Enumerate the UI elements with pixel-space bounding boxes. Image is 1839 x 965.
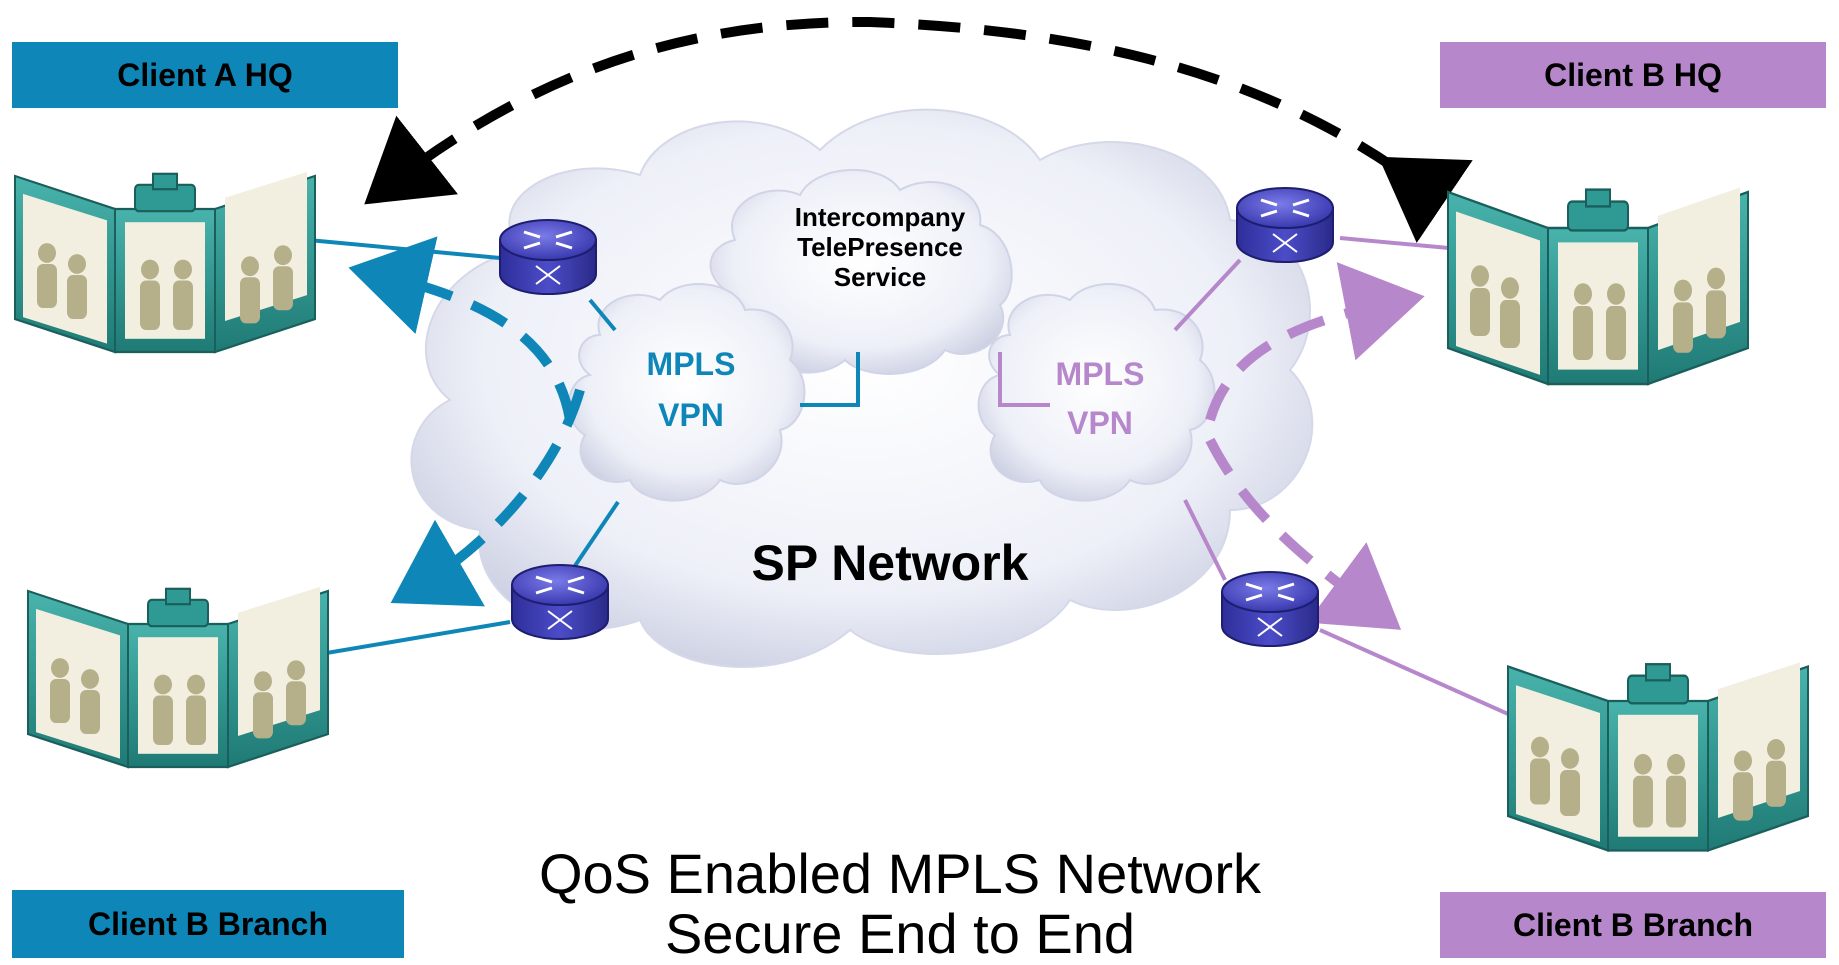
purple-dashed-arrow-down: [1205, 437, 1402, 630]
purple-dashed-arrow-up: [1205, 262, 1425, 422]
caption-line-1: QoS Enabled MPLS Network: [538, 842, 1262, 905]
blue-dashed-arrow-down: [390, 388, 585, 607]
label-client-b-branch-right: Client B Branch: [1440, 892, 1826, 958]
label-client-a-hq: Client A HQ: [12, 42, 398, 108]
router-icon: [1235, 186, 1335, 264]
sp-network-label: SP Network: [752, 535, 1029, 591]
label-client-b-branch-right-text: Client B Branch: [1512, 906, 1754, 943]
black-dashed-arrow: [364, 16, 1473, 244]
telepresence-icon: [1446, 186, 1750, 386]
mpls-right-line-2: VPN: [1067, 405, 1133, 441]
label-client-b-branch-left: Client B Branch: [12, 890, 404, 958]
blue-dashed-arrow-up: [348, 236, 575, 421]
telepresence-icon: [1506, 661, 1810, 852]
mpls-left-line-1: MPLS: [647, 346, 736, 382]
router-icon: [510, 563, 610, 641]
caption-line-2: Secure End to End: [664, 902, 1136, 965]
service-cloud-line-3: Service: [834, 262, 927, 292]
label-client-b-hq-text: Client B HQ: [1544, 56, 1722, 93]
router-icon: [498, 218, 598, 296]
label-client-b-hq: Client B HQ: [1440, 42, 1826, 108]
mpls-right-cloud: [977, 283, 1216, 502]
telepresence-icon: [13, 170, 317, 354]
label-client-b-branch-left-text: Client B Branch: [87, 905, 329, 942]
service-cloud-line-1: Intercompany: [795, 202, 966, 232]
mpls-left-line-2: VPN: [658, 397, 724, 433]
label-client-a-hq-text: Client A HQ: [117, 56, 293, 93]
router-icon: [1220, 570, 1320, 648]
telepresence-icon: [26, 585, 330, 769]
service-cloud-line-2: TelePresence: [797, 232, 963, 262]
mpls-right-line-1: MPLS: [1056, 356, 1145, 392]
